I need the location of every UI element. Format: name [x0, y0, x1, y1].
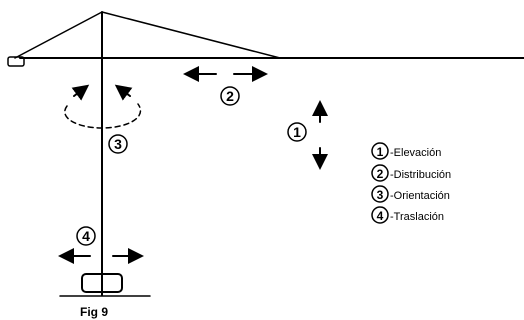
legend: 1 -Elevación 2 -Distribución 3 -Orientac…: [371, 142, 451, 224]
legend-number-2: 2: [377, 167, 384, 181]
legend-circle-2: [371, 164, 389, 182]
legend-text-4: -Traslación: [390, 211, 444, 223]
legend-number-1: 1: [377, 145, 384, 159]
counter-jib-tie: [14, 11, 103, 59]
marker-2-label: 2: [226, 88, 234, 104]
rotation-path: [64, 103, 142, 129]
legend-text-2: -Distribución: [390, 169, 451, 181]
marker-circle-1: [287, 122, 307, 142]
marker-1-label: 1: [293, 124, 301, 140]
legend-number-3: 3: [377, 188, 384, 202]
marker-circle-3: [108, 134, 128, 154]
marker-circle-2: [220, 86, 240, 106]
legend-number-4: 4: [377, 209, 384, 223]
jib-tie: [101, 11, 281, 59]
counterweight-block: [7, 56, 25, 67]
legend-circle-4: [371, 206, 389, 224]
figure-caption: Fig 9: [80, 305, 108, 319]
marker-circle-4: [76, 226, 96, 246]
marker-3-label: 3: [114, 136, 122, 152]
legend-circle-1: [371, 142, 389, 160]
rotation-arrow-right: [114, 84, 133, 101]
legend-text-1: -Elevación: [390, 147, 441, 159]
crane-base-carriage: [81, 273, 123, 293]
marker-4-label: 4: [82, 228, 90, 244]
rotation-arrow-left: [71, 84, 90, 101]
legend-circle-3: [371, 185, 389, 203]
legend-text-3: -Orientación: [390, 190, 450, 202]
